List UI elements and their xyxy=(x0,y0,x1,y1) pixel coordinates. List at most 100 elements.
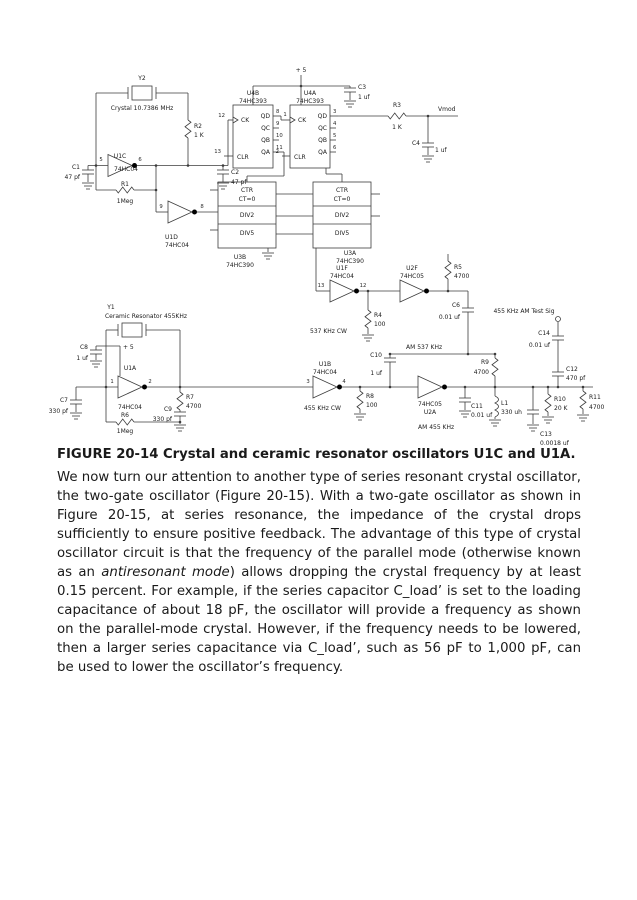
label-537khz-cw: 537 KHz CW xyxy=(310,328,347,335)
u1f-u2f-buffers: 13 12 U1F 74HC04 U2F 74HC05 R5 4700 C6 0… xyxy=(310,248,475,354)
schematic-figure: Y2 Crystal 10.7386 MHz R2 1 K U1C 74HC04… xyxy=(28,58,613,450)
pin-1: 1 xyxy=(283,112,286,118)
label-ck: CK xyxy=(298,117,307,124)
label-c6-value: 0.01 uf xyxy=(439,314,461,321)
ground-icon xyxy=(81,182,95,190)
label-c2-value: 47 pf xyxy=(231,179,247,186)
pin-9: 9 xyxy=(159,204,162,210)
ground-icon xyxy=(526,424,540,432)
label-u2f: U2F xyxy=(406,265,418,272)
label-r1-value: 1Meg xyxy=(117,198,134,205)
u4a-counter: CK CLR QD QC QB QA 3 4 5 6 1 2 U4A 74HC3… xyxy=(276,90,338,169)
label-qc: QC xyxy=(318,125,327,132)
label-y1: Y1 xyxy=(106,304,115,311)
resistor-r6-symbol xyxy=(115,418,135,426)
label-qd: QD xyxy=(261,113,271,120)
label-u1d: U1D xyxy=(165,234,178,241)
label-u2a-part: 74HC05 xyxy=(418,401,442,408)
label-y2-value: Crystal 10.7386 MHz xyxy=(111,105,174,112)
label-div2: DIV2 xyxy=(335,212,349,219)
resistor-r8-symbol xyxy=(356,390,364,410)
label-div2: DIV2 xyxy=(240,212,254,219)
ground-icon xyxy=(353,413,367,421)
pin-5: 5 xyxy=(333,133,336,139)
pin-3: 3 xyxy=(333,109,336,115)
resistor-r7-symbol xyxy=(176,391,184,411)
label-r8-value: 100 xyxy=(366,402,378,409)
label-u4a: U4A xyxy=(304,90,317,97)
capacitor-c1-symbol xyxy=(81,169,95,175)
ground-icon xyxy=(261,252,275,260)
label-u1a: U1A xyxy=(124,365,137,372)
label-qa: QA xyxy=(318,149,328,156)
u3a-counter: CTR CT=0 DIV2 DIV5 U3A 74HC390 xyxy=(276,168,380,265)
pin-3: 3 xyxy=(306,379,309,385)
label-u1b-part: 74HC04 xyxy=(313,369,337,376)
capacitor-c4-symbol xyxy=(421,142,435,148)
label-qa: QA xyxy=(261,149,271,156)
capacitor-c3-symbol xyxy=(343,87,357,93)
ground-icon xyxy=(458,410,472,418)
inverter-u1b-symbol xyxy=(312,375,343,399)
label-r2-value: 1 K xyxy=(194,132,205,139)
pin-10: 10 xyxy=(276,133,283,139)
test-signal-terminal xyxy=(555,316,561,322)
label-test-sig: 455 KHz AM Test Sig xyxy=(493,308,554,315)
ground-icon xyxy=(576,414,590,422)
u3b-counter: CTR CT=0 DIV2 DIV5 U3B 74HC390 xyxy=(210,152,285,269)
capacitor-c10-symbol xyxy=(383,357,397,363)
schematic-svg: Y2 Crystal 10.7386 MHz R2 1 K U1C 74HC04… xyxy=(49,67,605,447)
pin-6: 6 xyxy=(333,145,337,151)
resistor-r9-symbol xyxy=(491,357,499,377)
label-r10: R10 xyxy=(554,396,566,403)
label-c3-value: 1 uf xyxy=(358,94,371,101)
label-u1f-part: 74HC04 xyxy=(330,273,354,280)
label-div5: DIV5 xyxy=(240,230,254,237)
label-c13: C13 xyxy=(540,431,552,438)
label-c8: C8 xyxy=(80,344,88,351)
label-am-455khz: AM 455 KHz xyxy=(418,424,454,431)
pin-2: 2 xyxy=(276,149,279,155)
label-qd: QD xyxy=(318,113,328,120)
label-ctr: CTR xyxy=(336,187,348,194)
label-c12-value: 470 pf xyxy=(566,375,586,382)
pin-12: 12 xyxy=(218,113,225,119)
label-r4: R4 xyxy=(374,312,382,319)
label-u1c-part: 74HC04 xyxy=(114,166,138,173)
label-div5: DIV5 xyxy=(335,230,349,237)
ground-icon xyxy=(216,182,230,190)
label-qb: QB xyxy=(318,137,327,144)
capacitor-c13-symbol xyxy=(526,409,540,415)
pin-13: 13 xyxy=(214,149,221,155)
resistor-r5-symbol xyxy=(444,260,452,280)
capacitor-c2-symbol xyxy=(216,169,230,175)
inverter-u1a-symbol xyxy=(117,375,148,399)
label-c7: C7 xyxy=(60,397,68,404)
label-r5: R5 xyxy=(454,264,462,271)
label-ct0: CT=0 xyxy=(239,196,256,203)
label-qc: QC xyxy=(261,125,270,132)
pin-13: 13 xyxy=(318,283,325,289)
label-c14-value: 0.01 uf xyxy=(529,342,551,349)
pin-9: 9 xyxy=(276,121,279,127)
label-c14: C14 xyxy=(538,330,550,337)
label-u2a: U2A xyxy=(424,409,437,416)
label-u1a-part: 74HC04 xyxy=(118,404,142,411)
label-qb: QB xyxy=(261,137,270,144)
label-r11-value: 4700 xyxy=(589,404,604,411)
label-r6-value: 1Meg xyxy=(117,428,134,435)
label-u1f: U1F xyxy=(336,265,348,272)
ground-icon xyxy=(361,334,375,342)
label-c8-value: 1 uf xyxy=(76,355,89,362)
inverter-u2f-symbol xyxy=(399,279,430,303)
label-y1-value: Ceramic Resonator 455KHz xyxy=(105,313,187,320)
label-ctr: CTR xyxy=(241,187,253,194)
label-c4-value: 1 uf xyxy=(435,147,448,154)
u4b-counter: CK CLR QD QC QB QA 8 9 10 11 12 13 U4B 7… xyxy=(214,90,284,169)
capacitor-c7-symbol xyxy=(69,399,83,405)
label-vmod: Vmod xyxy=(438,106,456,113)
label-r3: R3 xyxy=(393,102,401,109)
label-c1: C1 xyxy=(72,164,80,171)
resistor-r10-symbol xyxy=(544,393,552,413)
label-u1d-part: 74HC04 xyxy=(165,242,189,249)
